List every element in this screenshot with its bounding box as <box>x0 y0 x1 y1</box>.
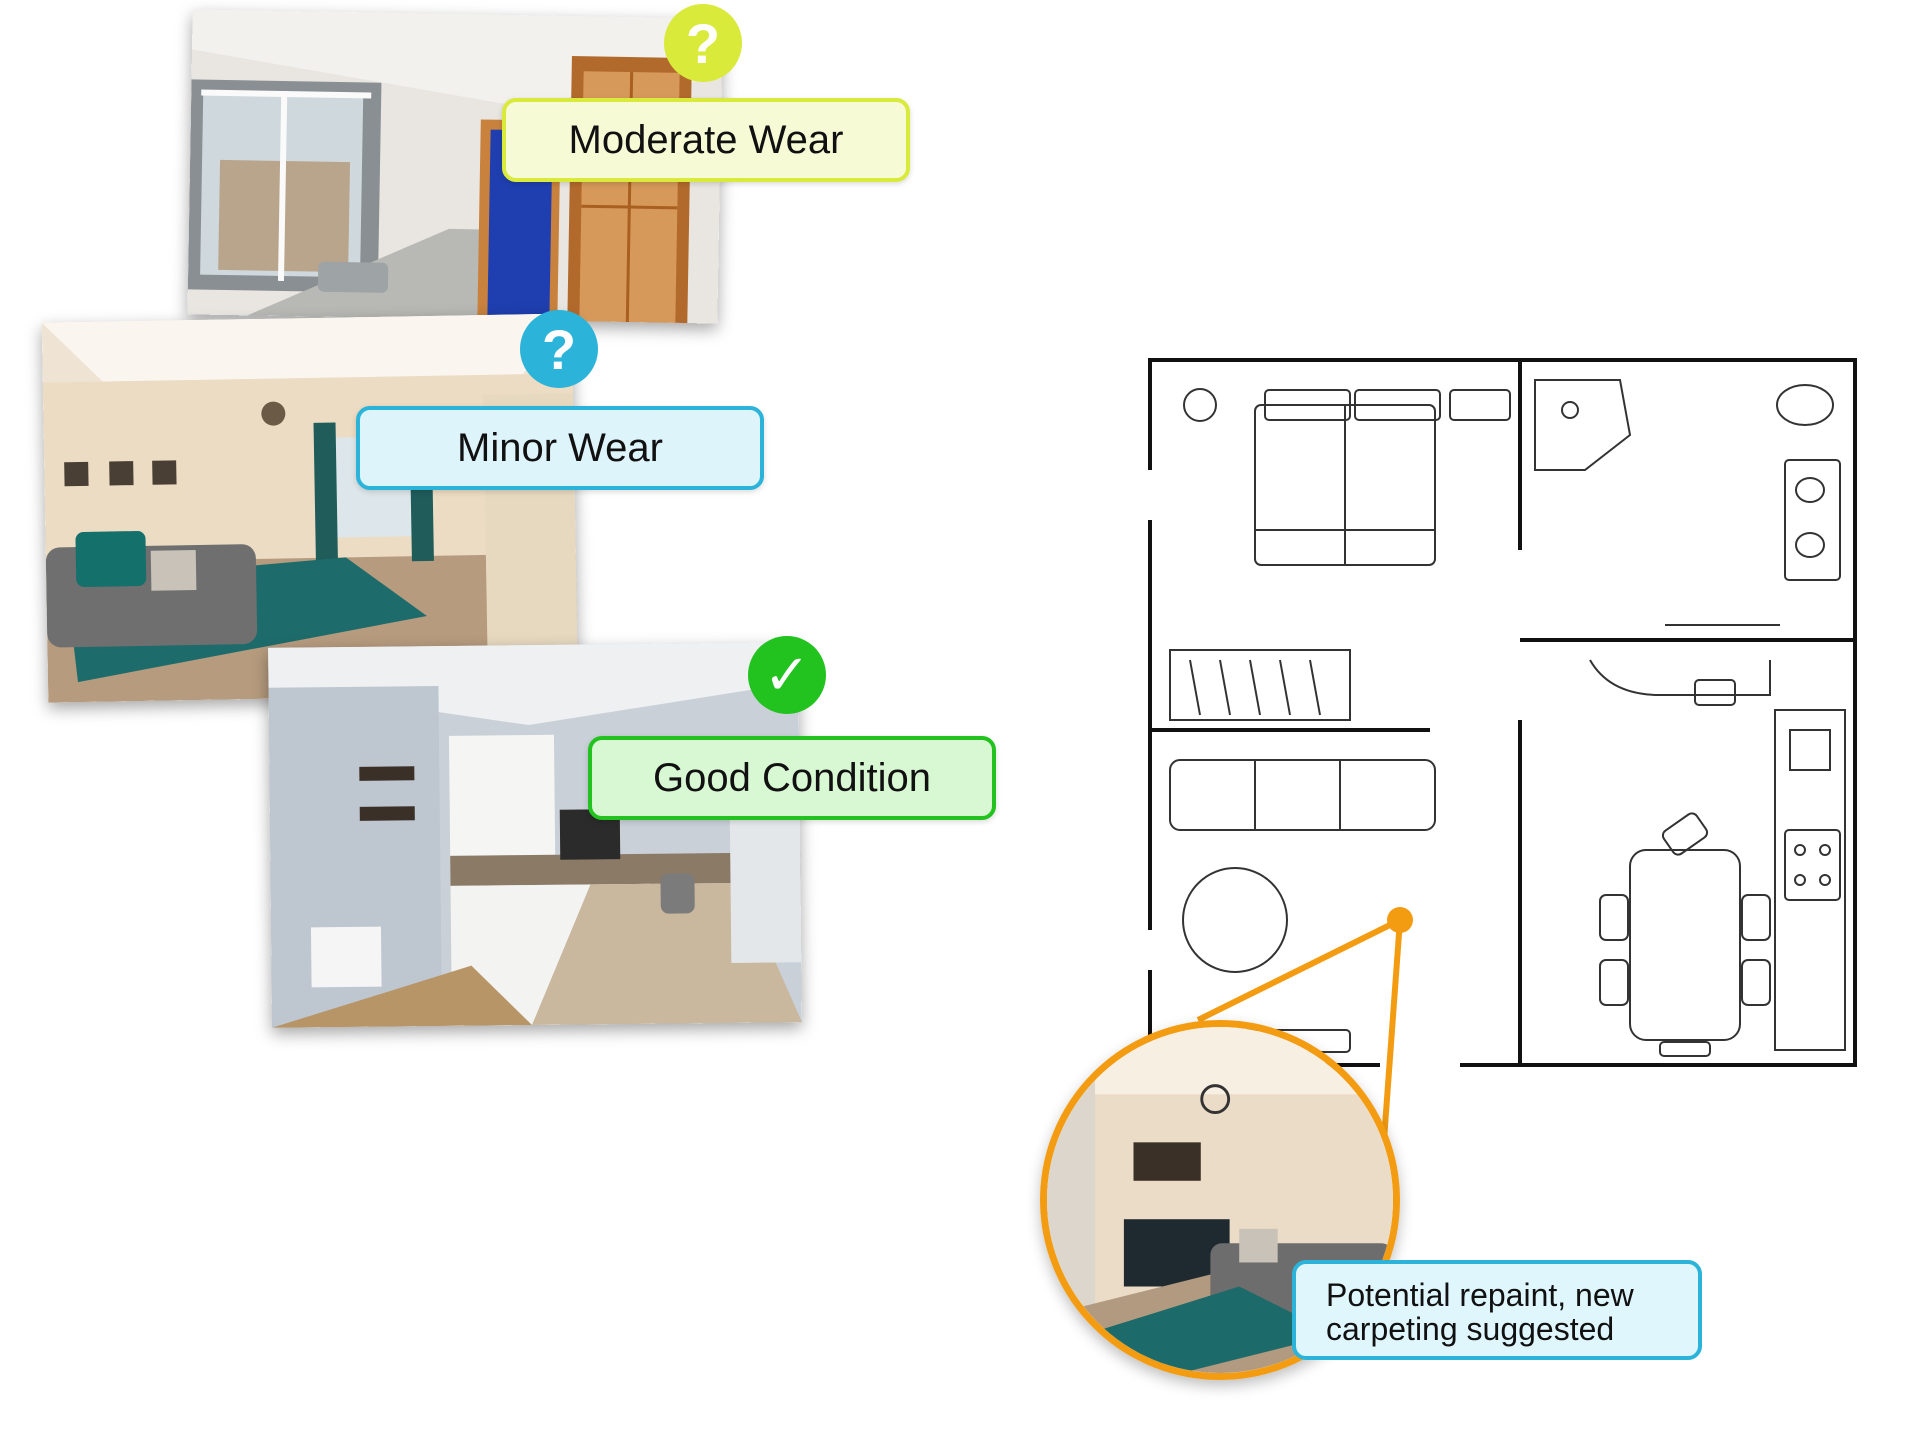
living-room-photo <box>41 313 579 703</box>
condition-tag-good-condition: Good Condition <box>588 736 996 820</box>
checkmark-icon: ✓ <box>748 636 826 714</box>
condition-tag-moderate-wear: Moderate Wear <box>502 98 910 182</box>
note-line-2: carpeting suggested <box>1326 1311 1615 1347</box>
kitchen-photo <box>268 642 802 1028</box>
question-mark-icon: ? <box>520 310 598 388</box>
question-mark-icon: ? <box>664 4 742 82</box>
repair-suggestion-note: Potential repaint, new carpeting suggest… <box>1292 1260 1702 1360</box>
floor-plan <box>1148 358 1857 1067</box>
condition-tag-minor-wear: Minor Wear <box>356 406 764 490</box>
note-line-1: Potential repaint, new <box>1326 1277 1634 1313</box>
